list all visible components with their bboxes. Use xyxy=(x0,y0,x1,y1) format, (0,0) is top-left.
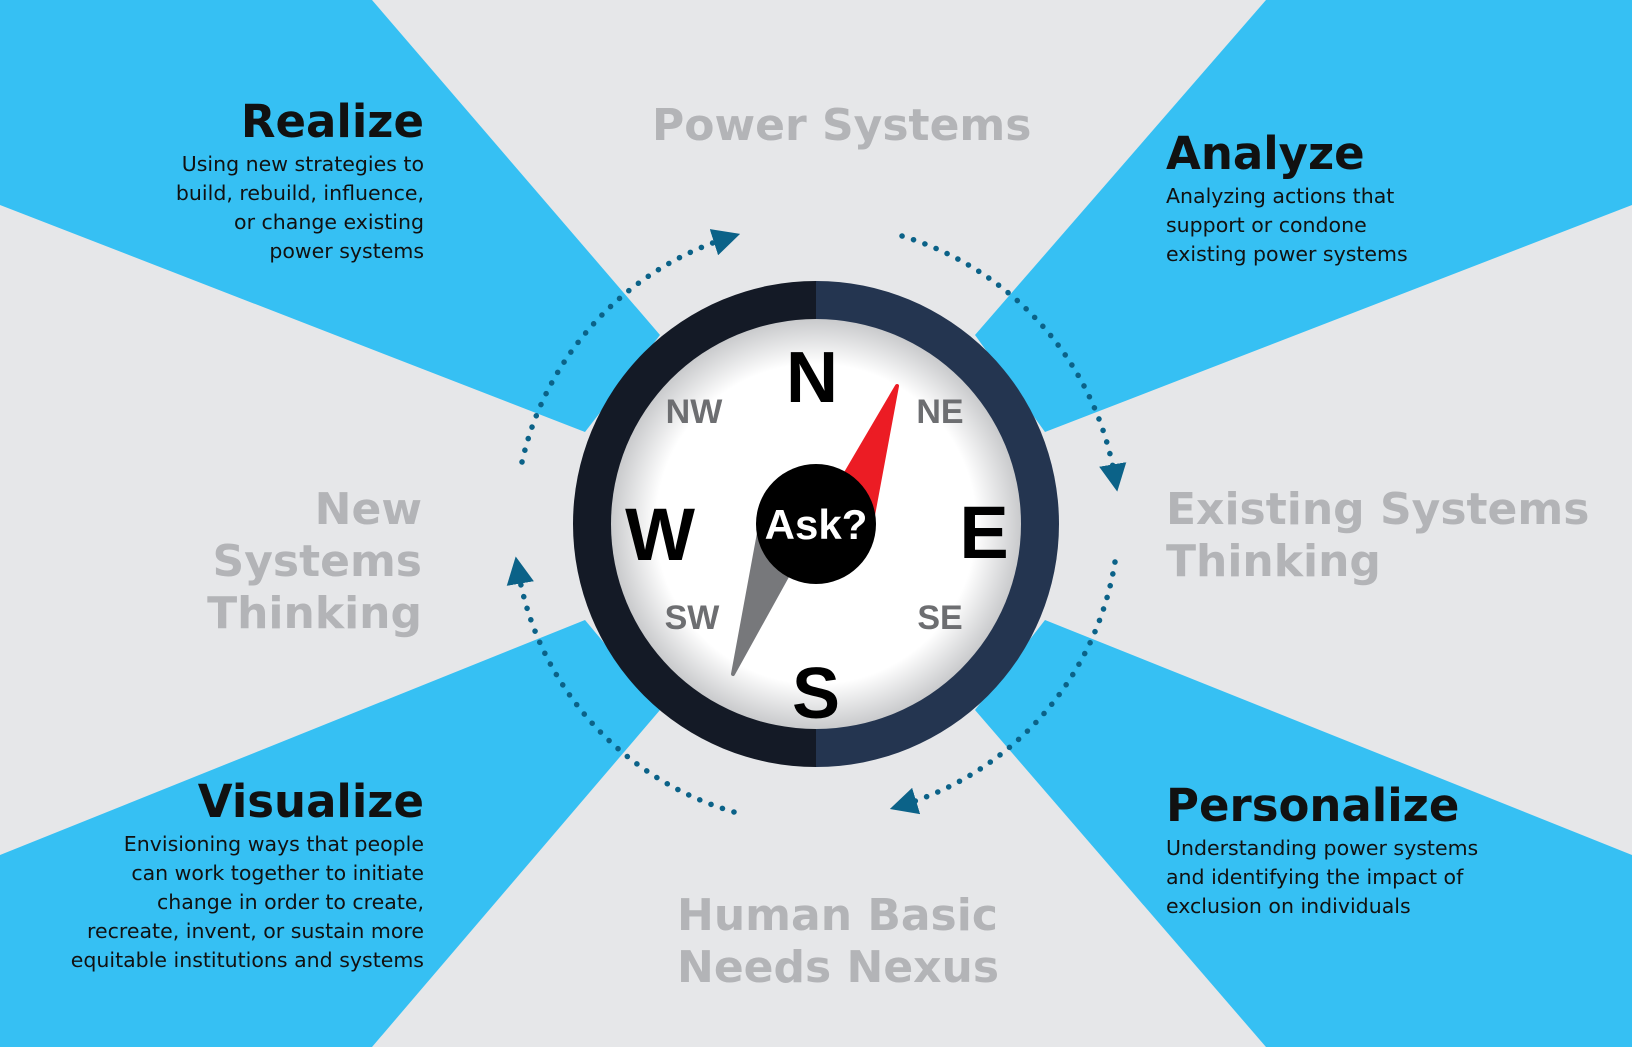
axis-east-label: Existing Systems Thinking xyxy=(1166,484,1589,588)
personalize-line: and identifying the impact of xyxy=(1166,865,1464,889)
visualize-line: can work together to initiate xyxy=(131,861,424,885)
axis-west-line2: Thinking xyxy=(207,588,422,639)
personalize-description: Understanding power systems and identify… xyxy=(1166,834,1586,921)
compass-center-label: Ask? xyxy=(765,501,868,548)
analyze-title: Analyze xyxy=(1166,127,1365,180)
compass-sw: SW xyxy=(665,599,721,637)
visualize-line: equitable institutions and systems xyxy=(70,948,424,972)
personalize-line: Understanding power systems xyxy=(1166,836,1479,860)
compass-s: S xyxy=(792,654,840,734)
realize-line: or change existing xyxy=(234,210,424,234)
visualize-title: Visualize xyxy=(197,775,424,828)
arrow-bottom-right xyxy=(889,559,1118,815)
visualize-line: change in order to create, xyxy=(156,890,424,914)
axis-east-line2: Thinking xyxy=(1166,536,1381,587)
wedge-personalize xyxy=(975,620,1632,1047)
visualize-line: recreate, invent, or sustain more xyxy=(87,919,424,943)
analyze-line: existing power systems xyxy=(1166,242,1408,266)
visualize-description: Envisioning ways that people can work to… xyxy=(44,830,424,975)
arrow-top-right xyxy=(899,233,1127,492)
compass-e: E xyxy=(959,491,1008,574)
analyze-line: support or condone xyxy=(1166,213,1367,237)
axis-west-label: New Systems Thinking xyxy=(100,484,422,640)
personalize-title: Personalize xyxy=(1166,779,1460,832)
compass-n: N xyxy=(786,338,838,418)
axis-south-line1: Human Basic xyxy=(677,890,998,941)
realize-title: Realize xyxy=(240,95,424,148)
compass-nw: NW xyxy=(666,393,724,431)
wedge-analyze xyxy=(975,0,1632,432)
compass-se: SE xyxy=(917,599,962,637)
compass-ne: NE xyxy=(916,393,963,431)
axis-south-line2: Needs Nexus xyxy=(677,942,1000,993)
visualize-line: Envisioning ways that people xyxy=(123,832,424,856)
realize-description: Using new strategies to build, rebuild, … xyxy=(124,150,424,266)
personalize-line: exclusion on individuals xyxy=(1166,894,1411,918)
axis-south-label: Human Basic Needs Nexus xyxy=(677,890,999,994)
realize-block: Realize Using new strategies to build, r… xyxy=(124,96,424,266)
axis-north-label: Power Systems xyxy=(652,100,1032,151)
axis-east-line1: Existing Systems xyxy=(1166,484,1590,535)
compass-w: W xyxy=(625,493,695,576)
realize-line: Using new strategies to xyxy=(181,152,424,176)
analyze-description: Analyzing actions that support or condon… xyxy=(1166,182,1546,269)
arrow-top-left xyxy=(519,229,741,465)
axis-west-line1: New Systems xyxy=(212,484,422,587)
realize-line: build, rebuild, influence, xyxy=(175,181,424,205)
wedge-visualize xyxy=(0,620,660,1047)
arrow-bottom-left xyxy=(506,556,737,815)
wedge-realize xyxy=(0,0,660,432)
realize-line: power systems xyxy=(269,239,424,263)
compass-center xyxy=(756,464,876,584)
personalize-block: Personalize Understanding power systems … xyxy=(1166,780,1586,921)
visualize-block: Visualize Envisioning ways that people c… xyxy=(44,776,424,975)
analyze-block: Analyze Analyzing actions that support o… xyxy=(1166,128,1546,269)
analyze-line: Analyzing actions that xyxy=(1166,184,1395,208)
